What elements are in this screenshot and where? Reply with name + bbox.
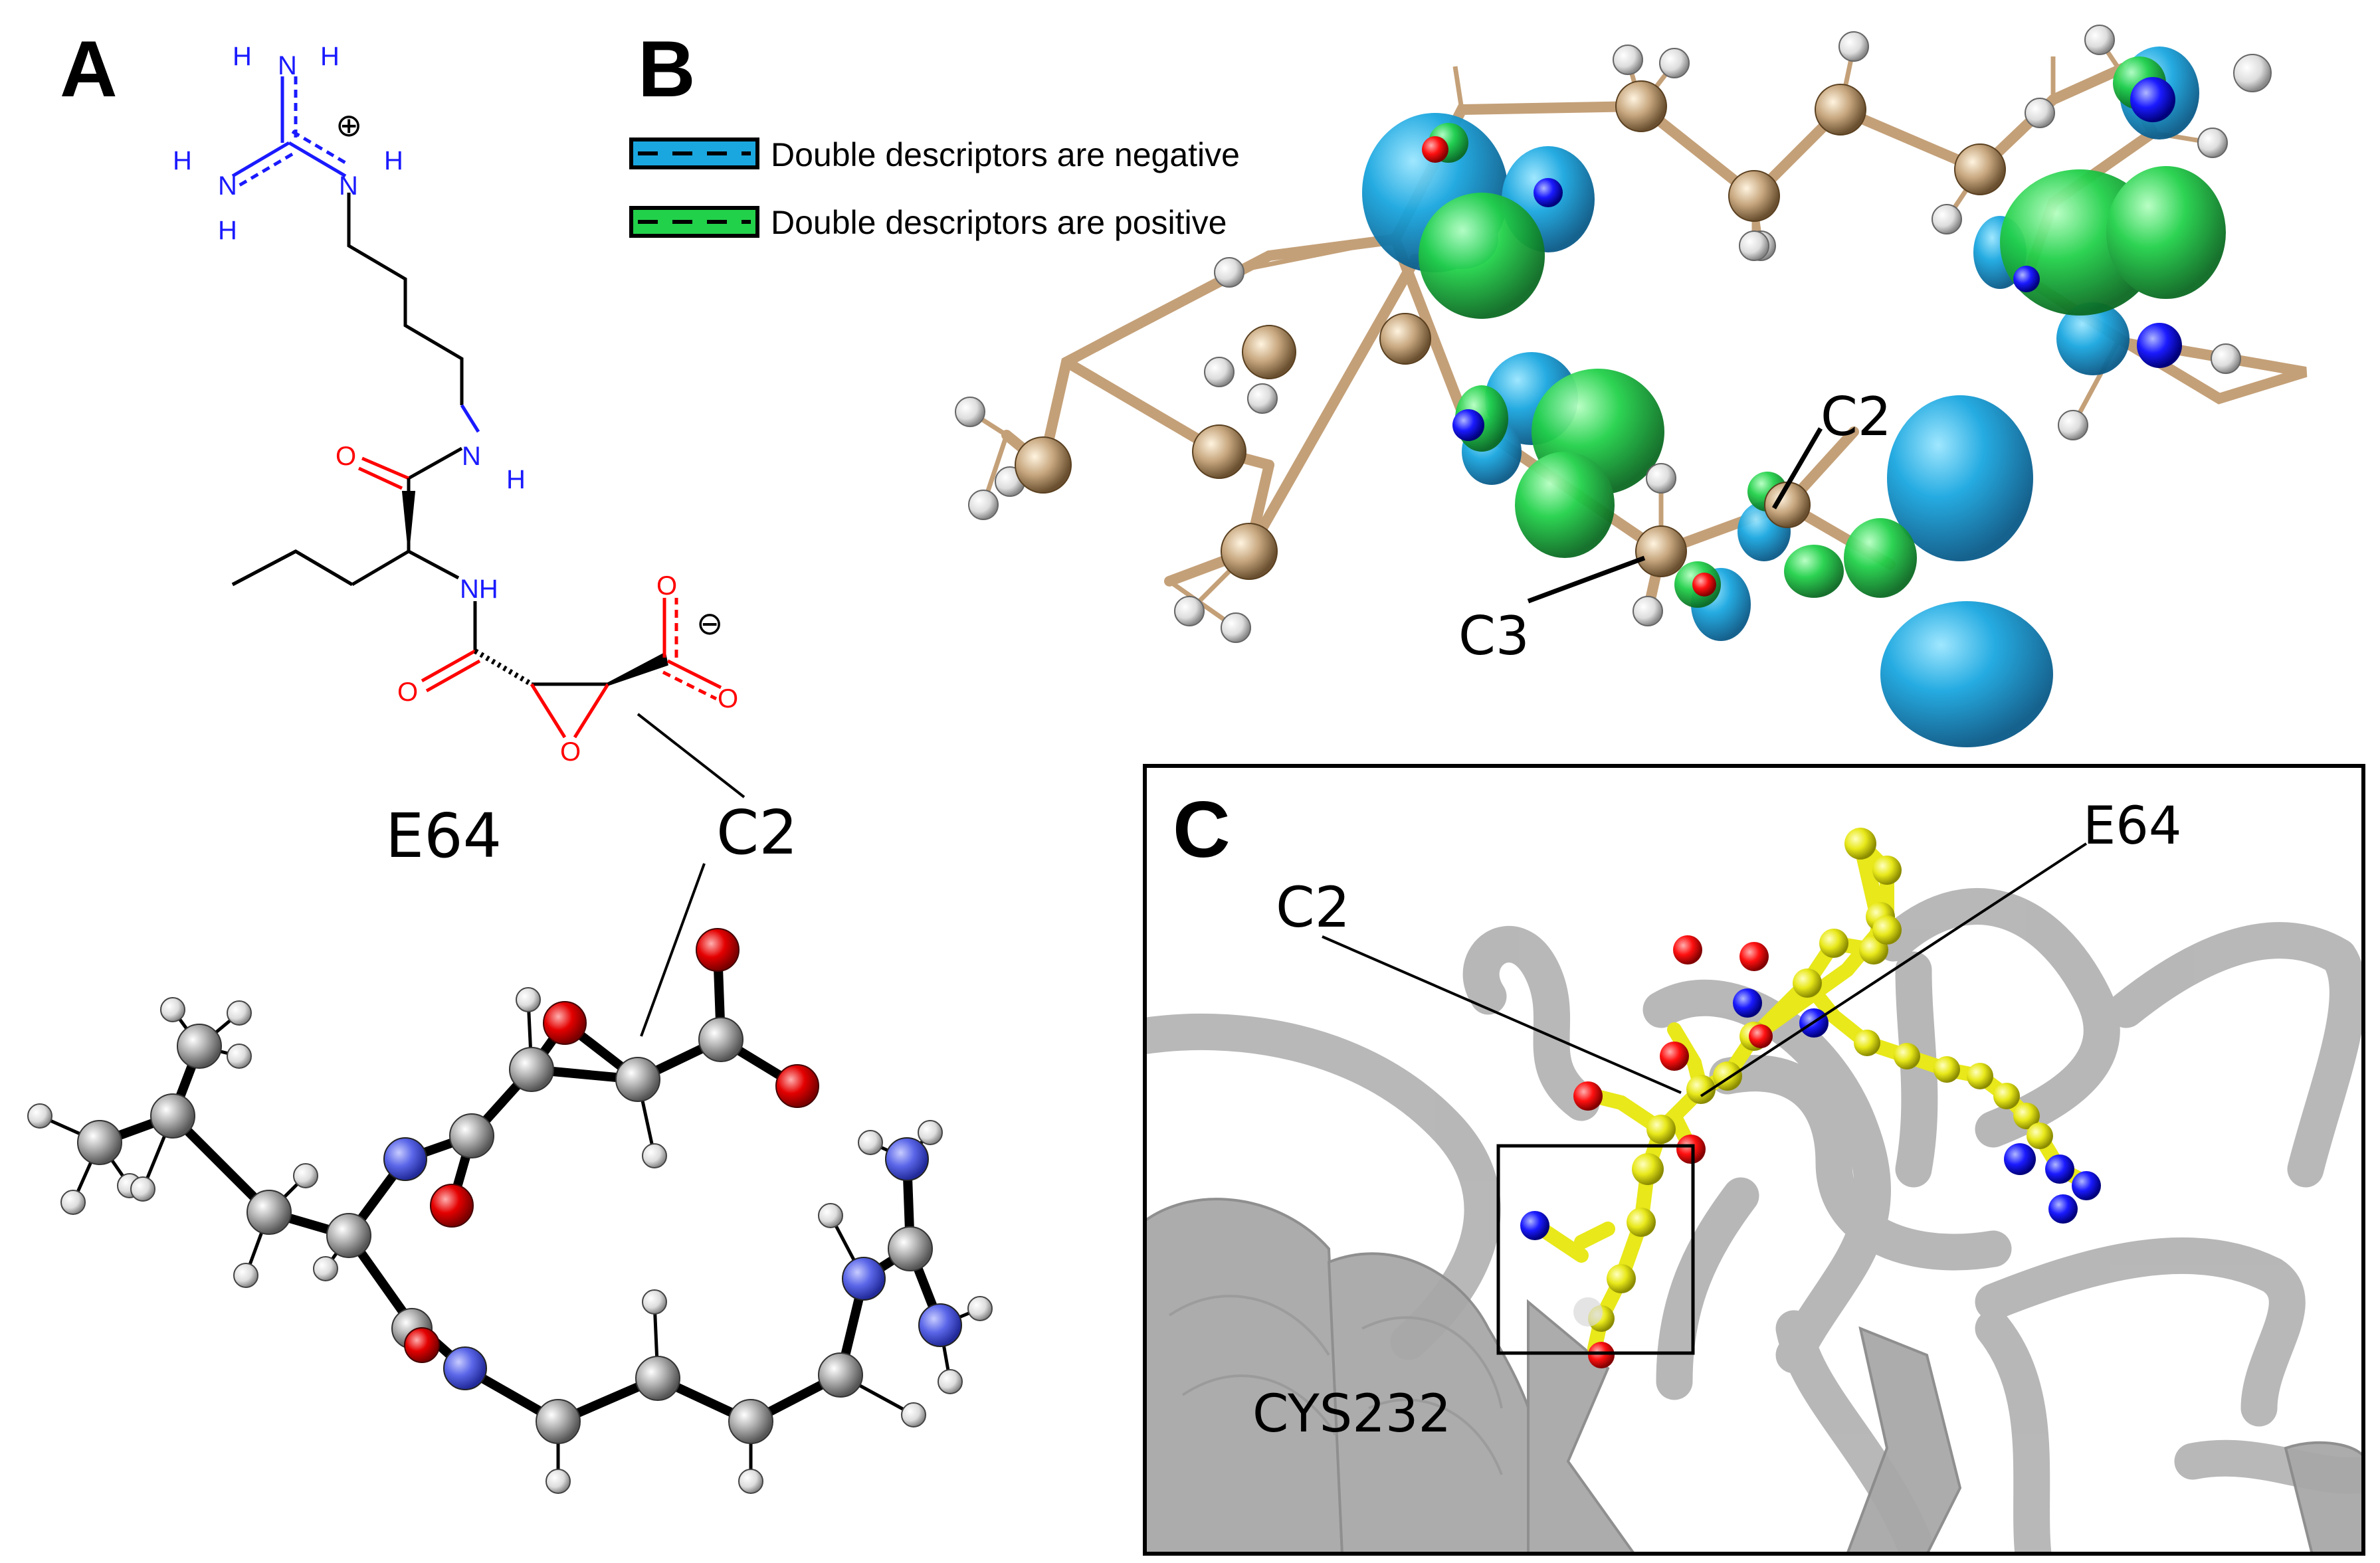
atom-o-carb2: O: [718, 684, 738, 713]
atom-h-left1: H: [173, 146, 192, 175]
atom-h-top1: H: [233, 42, 252, 71]
atom-o-epoxide: O: [560, 737, 581, 767]
isobutyl-group: [231, 549, 353, 587]
e64-ligand-sticks: [1520, 828, 2101, 1368]
legend-item-positive: Double descriptors are positive: [629, 204, 1227, 241]
panel-c-e64-label: E64: [2083, 796, 2182, 856]
oxygen-atoms: [404, 928, 819, 1363]
panel-b-c2-leader: [1771, 427, 1823, 509]
panel-c-e64-leader: [1700, 842, 2088, 1097]
atom-h-top2: H: [320, 42, 340, 71]
panel-a: A: [27, 25, 993, 1494]
dual-descriptor-isosurface-model: [955, 25, 2308, 747]
e64-atom-labels: N H H N H H N H N H NH O O O O O: [173, 42, 738, 767]
hydrogen-atoms: [27, 987, 993, 1494]
molecule-name-e64: E64: [385, 800, 502, 872]
cys232-label: CYS232: [1252, 1384, 1451, 1444]
atom-h-amide1: H: [506, 465, 526, 494]
panel-a-letter: A: [60, 25, 118, 114]
atom-n-top: N: [278, 51, 297, 80]
atom-o-amide2: O: [397, 678, 418, 707]
e64-ball-and-stick-model: [27, 928, 993, 1494]
panel-b-c3-leader: [1527, 555, 1646, 604]
protein-ribbon-view: [1143, 764, 2365, 1556]
legend-label-negative: Double descriptors are negative: [771, 136, 1240, 173]
legend: Double descriptors are negative Double d…: [629, 136, 1240, 241]
panel-c-letter: C: [1173, 785, 1231, 874]
positive-charge-symbol: ⊕: [336, 107, 362, 144]
panel-c-c2-label: C2: [1276, 875, 1350, 940]
carbon-atoms: [77, 1017, 933, 1444]
atom-n-right: N: [339, 171, 358, 201]
panel-b-letter: B: [638, 25, 696, 114]
atom-o-amide1: O: [336, 442, 356, 471]
panel-b-c2-label: C2: [1821, 386, 1892, 448]
atom-nh-amide2: NH: [460, 575, 498, 604]
atom-h-left2: H: [218, 216, 237, 245]
atom-h-right: H: [384, 146, 403, 175]
nitrogen-atoms: [383, 1137, 962, 1390]
e64-skeletal-structure: [231, 76, 745, 798]
atom-o-carb1: O: [656, 571, 677, 600]
panel-c-frame: [1143, 764, 2365, 1556]
panel-a-c2-leader: [640, 863, 706, 1037]
legend-item-negative: Double descriptors are negative: [629, 136, 1240, 173]
panel-b: B Double descriptors are negative Double…: [629, 25, 2308, 747]
legend-label-positive: Double descriptors are positive: [771, 204, 1227, 241]
cys232-highlight-box: [1496, 1144, 1695, 1355]
panel-a-c2-label: C2: [716, 797, 798, 868]
isobutyl-branch: [231, 549, 353, 587]
atom-n-amide1: N: [462, 442, 481, 471]
panel-b-c3-label: C3: [1458, 605, 1530, 667]
panel-c: C C2 E64 CYS232: [1143, 764, 2365, 1556]
panel-c-c2-leader: [1322, 935, 1682, 1094]
negative-charge-symbol: ⊖: [696, 605, 723, 642]
atom-n-left: N: [218, 171, 237, 201]
cys-sulfur-shadow: [1573, 1297, 1603, 1327]
